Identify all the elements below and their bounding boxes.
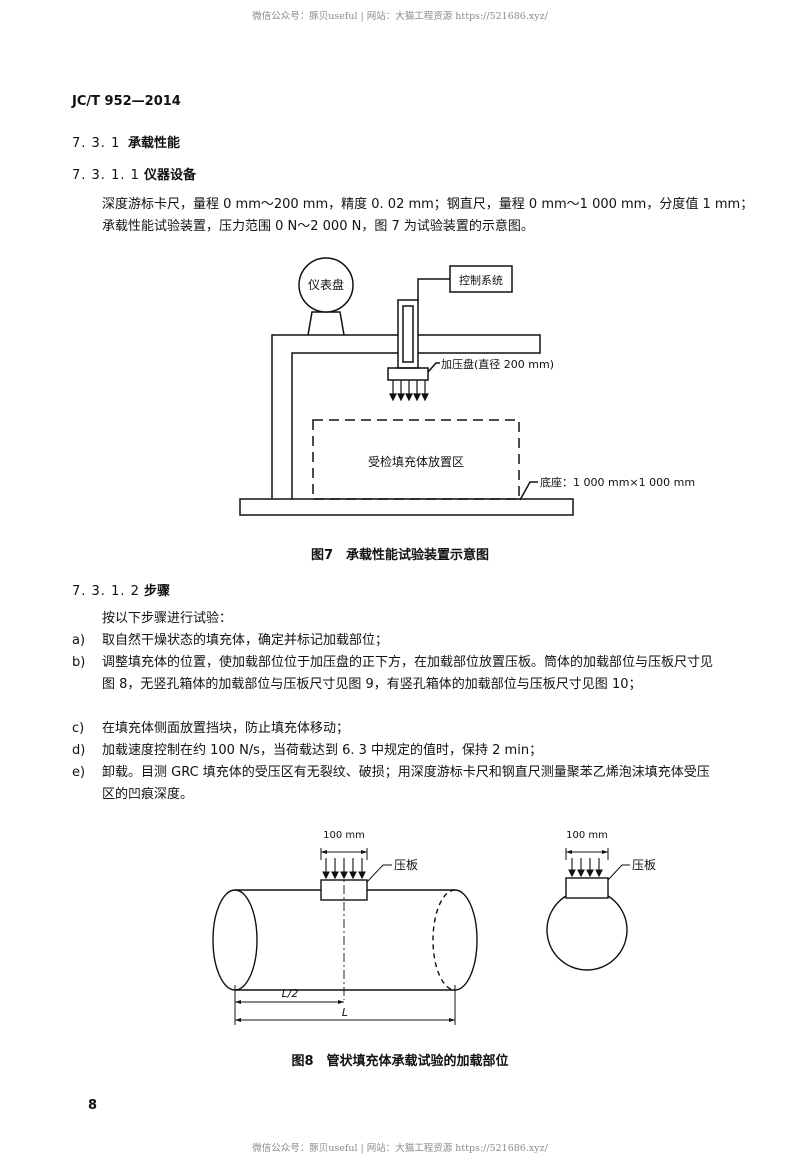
section-number: 7. 3. 1. 2: [72, 584, 140, 599]
section-title: 承载性能: [128, 136, 181, 151]
equipment-paragraph: 深度游标卡尺，量程 0 mm～200 mm，精度 0. 02 mm；钢直尺，量程…: [102, 197, 754, 234]
step-text: 在填充体侧面放置挡块，防止填充体移动；: [102, 721, 350, 736]
half-length-label: L/2: [282, 987, 299, 1000]
pipe-end-left: [212, 889, 258, 991]
step-text: 加载速度控制在约 100 N/s，当荷载达到 6. 3 中规定的值时，保持 2 …: [102, 743, 543, 758]
plate-label-left: 压板: [394, 858, 418, 872]
dim-100-left: 100 mm: [323, 830, 365, 841]
pipe-end-hidden: [432, 889, 456, 991]
figure-7-caption: 图7 承载性能试验装置示意图: [310, 548, 490, 563]
gauge-mount: [307, 311, 345, 336]
control-line: [417, 278, 450, 302]
step-text: 取自然干燥状态的填充体，确定并标记加载部位；: [102, 633, 389, 648]
step-label: b): [72, 655, 86, 670]
section-number: 7. 3. 1: [72, 136, 121, 151]
figure-8-diagram: 100 mm 100 mm 压板 压板 L/2 L: [212, 830, 656, 1025]
control-system-label: 控制系统: [459, 273, 503, 287]
length-label: L: [342, 1006, 348, 1019]
watermark-top: 微信公众号：豚贝useful | 网站：大猫工程资源 https://52168…: [252, 11, 548, 22]
specimen-zone-label: 受检填充体放置区: [368, 454, 464, 469]
load-arrows: [389, 380, 429, 402]
step-text: 卸载。目测 GRC 填充体的受压区有无裂纹、破损；用深度游标卡尺和钢直尺测量聚苯…: [102, 765, 710, 802]
gauge-dial: [298, 257, 354, 313]
dimension-arrowheads: [235, 850, 608, 1022]
figure-8-caption: 图8 管状填充体承载试验的加载部位: [291, 1054, 509, 1069]
section-title: 仪器设备: [144, 168, 197, 183]
plate-leader: [427, 362, 440, 373]
section-7-3-1-2-heading: 7. 3. 1. 2 步骤: [72, 580, 170, 599]
cylinder-rod: [402, 305, 414, 363]
cross-section-circle: [546, 889, 628, 971]
pressure-plate-label: 加压盘(直径 200 mm): [441, 357, 554, 371]
plate-label-right: 压板: [632, 858, 656, 872]
pipe-body: [235, 889, 478, 991]
section-number: 7. 3. 1. 1: [72, 168, 140, 183]
page-number: 8: [88, 1098, 98, 1113]
section-7-3-1-heading: 7. 3. 1 承载性能: [72, 132, 180, 151]
gauge-label: 仪表盘: [308, 277, 344, 292]
specimen-zone: [312, 419, 520, 500]
dim-100-right: 100 mm: [566, 830, 608, 841]
step-label: d): [72, 743, 86, 758]
standard-code: JC/T 952—2014: [72, 94, 181, 109]
base-label: 底座：1 000 mm×1 000 mm: [540, 475, 695, 489]
steps-intro: 按以下步骤进行试验：: [102, 611, 233, 626]
step-label: e): [72, 765, 86, 780]
section-7-3-1-1-heading: 7. 3. 1. 1 仪器设备: [72, 164, 196, 183]
step-text: 调整填充体的位置，使加载部位位于加压盘的正下方，在加载部位放置压板。筒体的加载部…: [102, 655, 714, 692]
cross-section-plate: [565, 877, 609, 899]
base-plate: [239, 498, 574, 516]
pressure-plate: [387, 367, 429, 381]
figure-7-diagram: 仪表盘 控制系统 加压盘(直径 200 mm) 受检填充体放置区 底座：1 00…: [239, 257, 695, 516]
base-leader: [519, 481, 538, 501]
plate-leader-left: [366, 864, 392, 883]
step-label: c): [72, 721, 85, 736]
step-label: a): [72, 633, 86, 648]
section-title: 步骤: [144, 584, 171, 599]
frame: [271, 334, 541, 499]
watermark-bottom: 微信公众号：豚贝useful | 网站：大猫工程资源 https://52168…: [252, 1143, 548, 1154]
section-load-arrows: [568, 858, 603, 878]
hydraulic-cylinder: [397, 299, 419, 369]
plate-leader-right: [607, 864, 630, 881]
pipe-load-arrows: [322, 858, 366, 880]
